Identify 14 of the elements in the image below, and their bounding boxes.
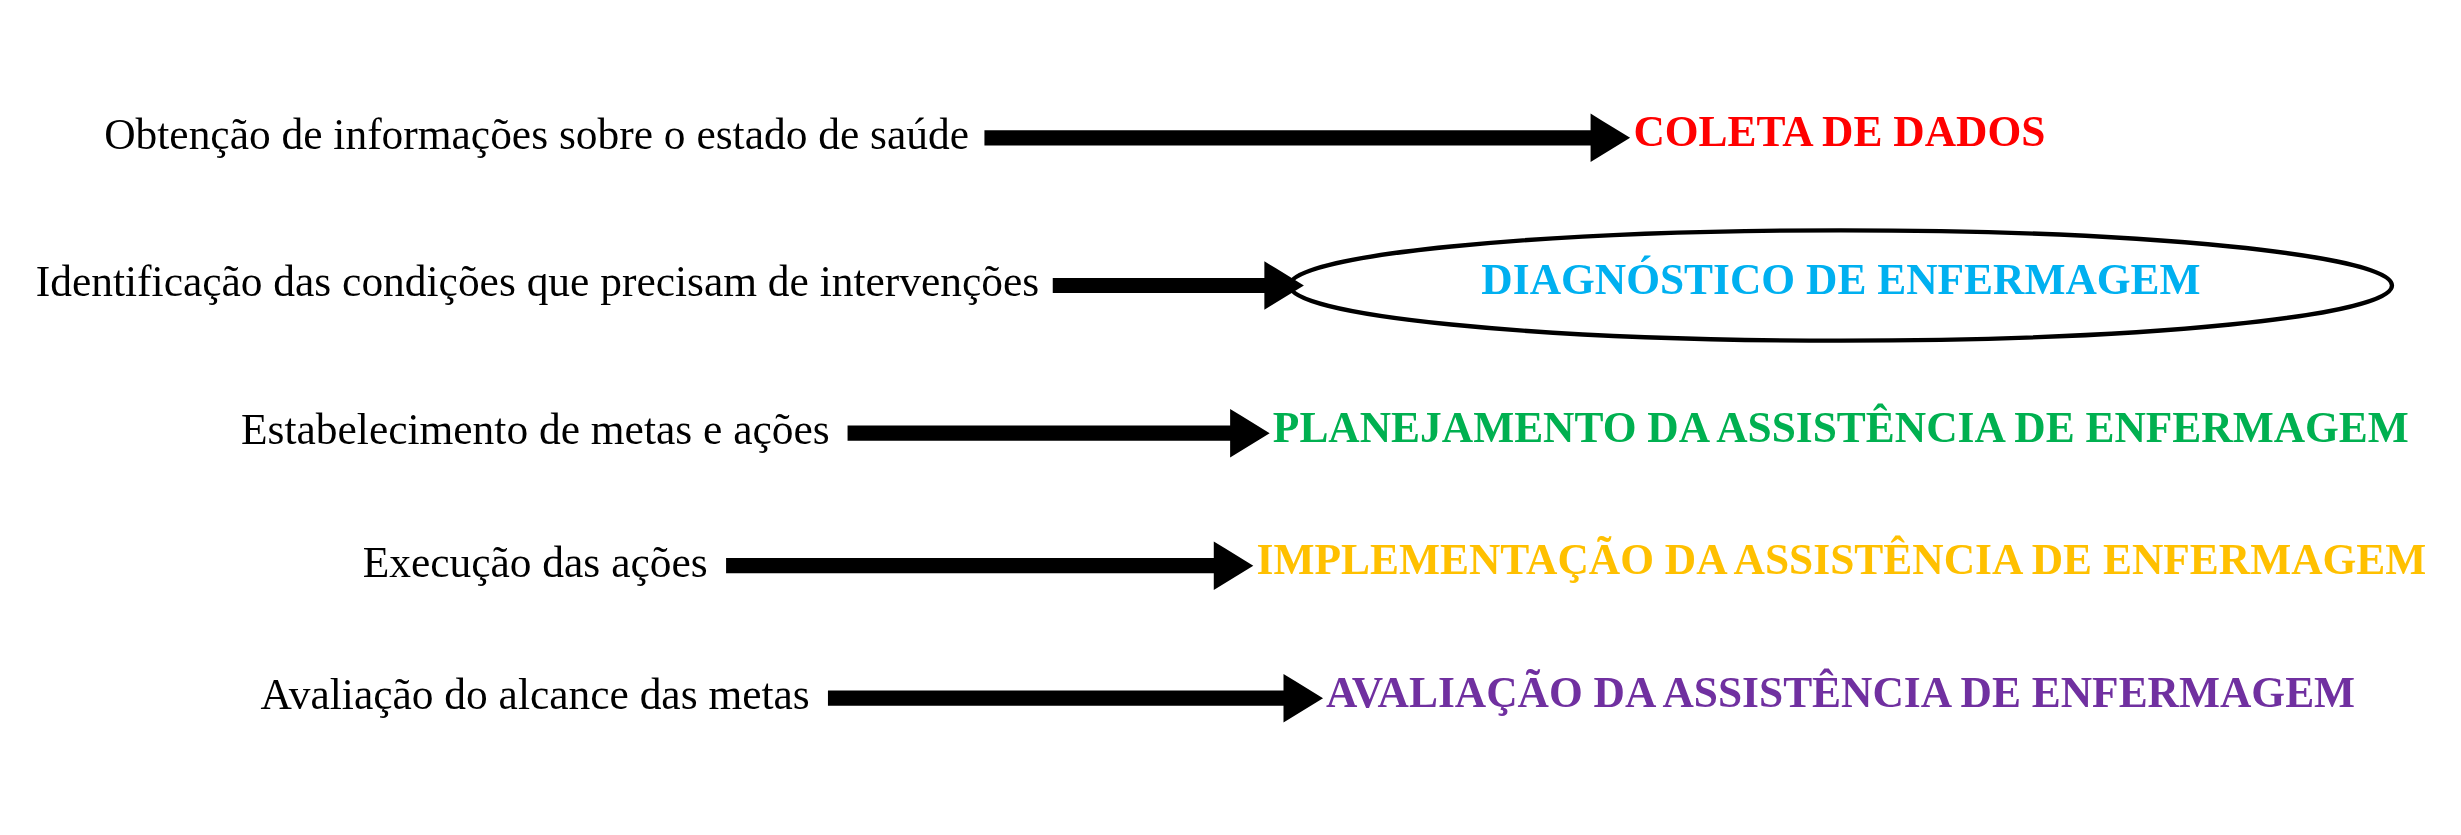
arrow [726,540,1254,590]
node-text: Avaliação do alcance das metas [260,669,810,718]
arrow [827,673,1324,722]
node-text: Identificação das condições que precisam de intervenções [35,256,1040,305]
node-text: IMPLEMENTAÇÃO DA ASSISTÊNCIA DE ENFERMAGEM [1256,534,2427,583]
node-text: Obtenção de informações sobre o estado de saúde [104,109,970,158]
arrow [1052,260,1304,310]
arrow [984,113,1631,162]
arrow [847,408,1270,457]
node-text: AVALIAÇÃO DA ASSISTÊNCIA DE ENFERMAGEM [1326,667,2356,716]
node-text: Execução das ações [362,537,708,586]
node-text: COLETA DE DADOS [1633,106,2046,155]
node-text: PLANEJAMENTO DA ASSISTÊNCIA DE ENFERMAGEM [1272,402,2409,451]
node-text: Estabelecimento de metas e ações [241,404,830,453]
